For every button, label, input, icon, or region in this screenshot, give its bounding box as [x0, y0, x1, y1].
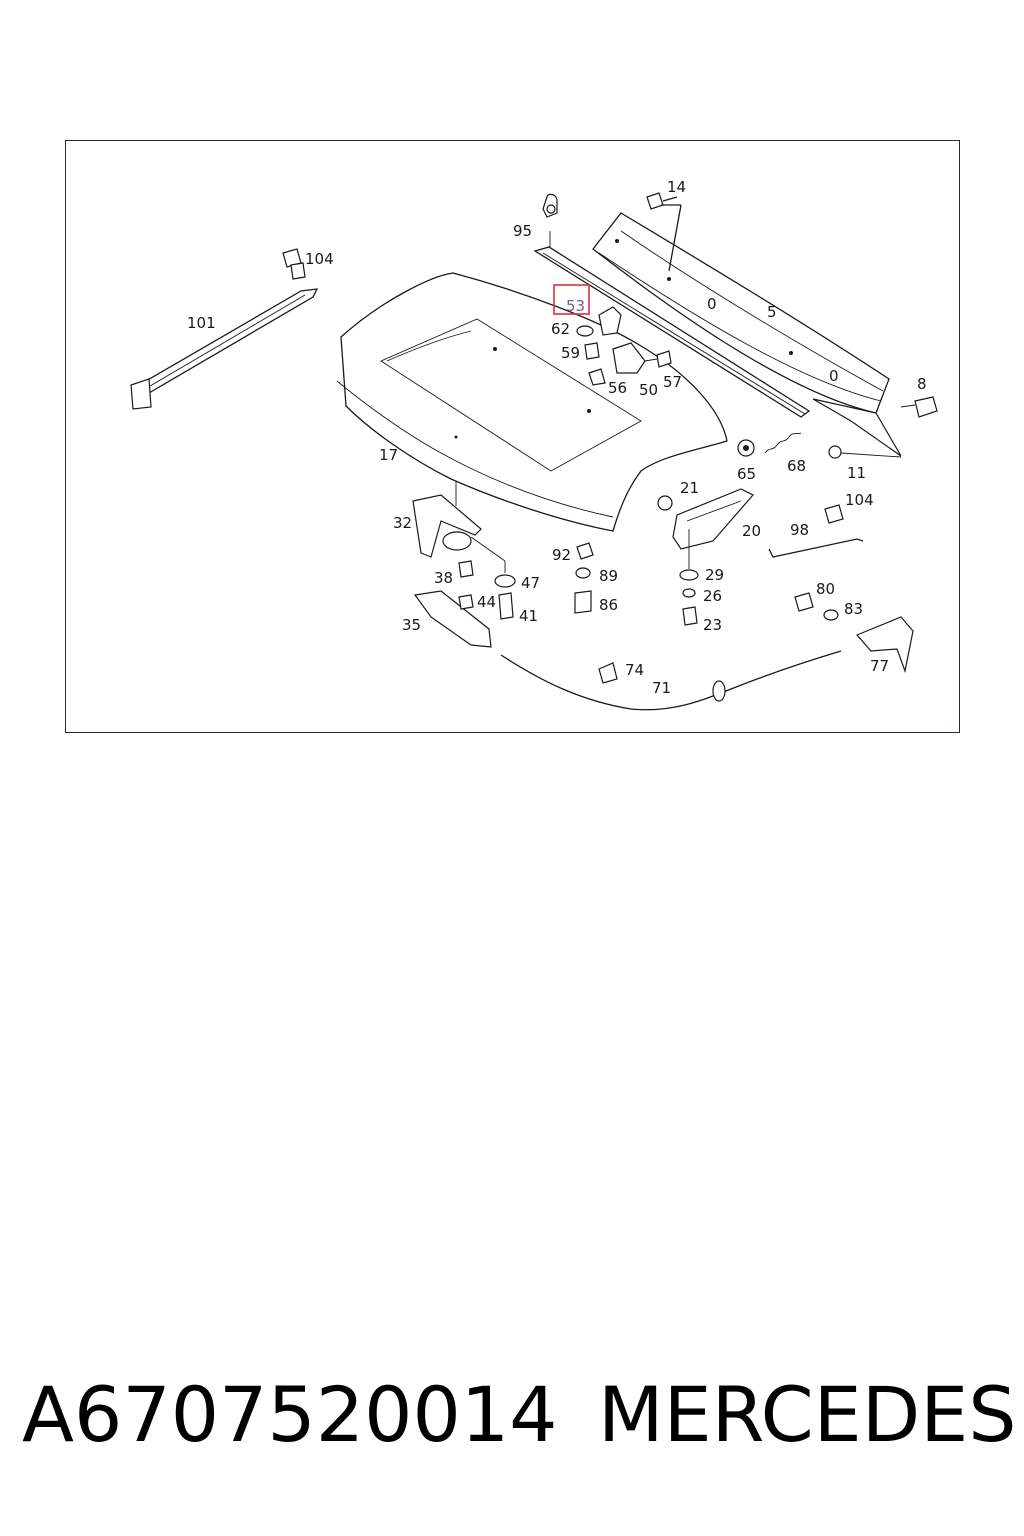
clip-95: [542, 193, 558, 218]
label-14: 14: [667, 178, 686, 196]
label-32: 32: [393, 514, 412, 532]
label-68: 68: [787, 457, 806, 475]
label-59: 59: [561, 344, 580, 362]
label-26: 26: [703, 587, 722, 605]
label-8: 8: [917, 375, 927, 393]
center-parts-92: [574, 542, 594, 614]
label-5: 5: [767, 303, 777, 321]
cowl-panel: 0 0: [592, 212, 902, 457]
label-57: 57: [663, 373, 682, 391]
label-38: 38: [434, 569, 453, 587]
label-104-right: 104: [845, 491, 874, 509]
label-50: 50: [639, 381, 658, 399]
release-lever-77: [794, 592, 914, 674]
label-80: 80: [816, 580, 835, 598]
label-11: 11: [847, 464, 866, 482]
hood-rod-98: [768, 504, 864, 558]
caption: A6707520014 MERCEDES: [0, 1370, 1024, 1470]
hood-hinge-20: [657, 488, 754, 626]
label-53: 53: [566, 297, 585, 315]
label-23: 23: [703, 616, 722, 634]
hood-latch-32: [412, 494, 516, 648]
label-65: 65: [737, 465, 756, 483]
label-62: 62: [551, 320, 570, 338]
seal-strip: [533, 231, 811, 418]
label-41: 41: [519, 607, 538, 625]
label-104-top: 104: [305, 250, 334, 268]
brand-name: MERCEDES: [598, 1370, 1017, 1459]
label-20: 20: [742, 522, 761, 540]
label-86: 86: [599, 596, 618, 614]
label-17: 17: [379, 446, 398, 464]
label-29: 29: [705, 566, 724, 584]
parts-diagram: 0 0: [130, 178, 938, 711]
svg-text:0: 0: [829, 367, 839, 385]
label-101: 101: [187, 314, 216, 332]
part-number: A6707520014: [22, 1370, 558, 1459]
label-56: 56: [608, 379, 627, 397]
label-44: 44: [477, 593, 496, 611]
svg-text:0: 0: [707, 295, 717, 313]
label-77: 77: [870, 657, 889, 675]
hood-stay-rod: [130, 248, 319, 410]
label-98: 98: [790, 521, 809, 539]
label-74: 74: [625, 661, 644, 679]
hinge-assembly-53: [576, 306, 672, 386]
label-21: 21: [680, 479, 699, 497]
label-71: 71: [652, 679, 671, 697]
highlight-box-53: [553, 284, 590, 315]
parts-diagram-frame: 0 0: [65, 140, 960, 733]
label-47: 47: [521, 574, 540, 592]
small-parts-right: [737, 396, 938, 459]
label-89: 89: [599, 567, 618, 585]
label-92: 92: [552, 546, 571, 564]
label-83: 83: [844, 600, 863, 618]
screw-14: [646, 192, 682, 272]
hood-panel: [336, 272, 728, 532]
label-35: 35: [402, 616, 421, 634]
release-cable-71: [500, 650, 842, 711]
label-95: 95: [513, 222, 532, 240]
